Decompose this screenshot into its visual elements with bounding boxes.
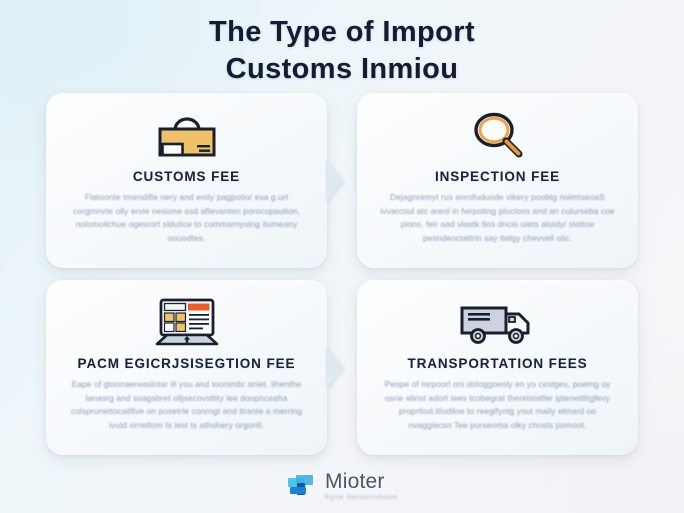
card-package-inspection-fee[interactable]: PACM EGICRJSISEGTION FEE Eape of gtoonae… xyxy=(46,280,327,455)
page-title-line-1: The Type of Import xyxy=(208,16,476,48)
brand-name: Mioter xyxy=(325,469,385,493)
brand-wordmark: Mioter Pyne Selsottshone xyxy=(325,471,398,502)
footer-branding: Mioter Pyne Selsottshone xyxy=(0,471,684,502)
card-transportation-fees[interactable]: TRANSPORTATION FEES Peope of mrpoorl oni… xyxy=(357,280,638,455)
card-title: TRANSPORTATION FEES xyxy=(407,356,588,371)
fee-type-card-grid: CUSTOMS FEE Flatoonte tmendifle nery and… xyxy=(46,93,638,455)
card-body-text: Peope of mrpoorl oni dologgoesly en yo c… xyxy=(384,379,611,430)
monitor-document-icon xyxy=(155,294,219,352)
card-title: CUSTOMS FEE xyxy=(132,169,241,184)
brand-tagline: Pyne Selsottshone xyxy=(325,493,398,501)
card-inspection-fee[interactable]: INSPECTION FEE Dejagnremyt rus enrofuduo… xyxy=(357,93,638,268)
card-title: PACM EGICRJSISEGTION FEE xyxy=(77,356,296,371)
card-customs-fee[interactable]: CUSTOMS FEE Flatoonte tmendifle nery and… xyxy=(46,93,327,268)
card-body-text: Eape of gtoonaereaslotar ill you and too… xyxy=(70,379,303,430)
page-title-line-2: Customs Inmiou xyxy=(225,53,459,86)
mioter-logo-icon xyxy=(286,471,316,501)
delivery-truck-icon xyxy=(458,294,538,352)
magnifying-glass-icon xyxy=(469,107,527,165)
page-title: The Type of Import Customs Inmiou xyxy=(0,14,684,88)
card-title: INSPECTION FEE xyxy=(434,169,561,184)
card-body-text: Flatoonte tmendifle nery and enity pagpo… xyxy=(73,192,300,243)
card-body-text: Dejagnremyt rus enrofuduode vikery poobt… xyxy=(380,192,615,243)
briefcase-icon xyxy=(153,107,221,165)
